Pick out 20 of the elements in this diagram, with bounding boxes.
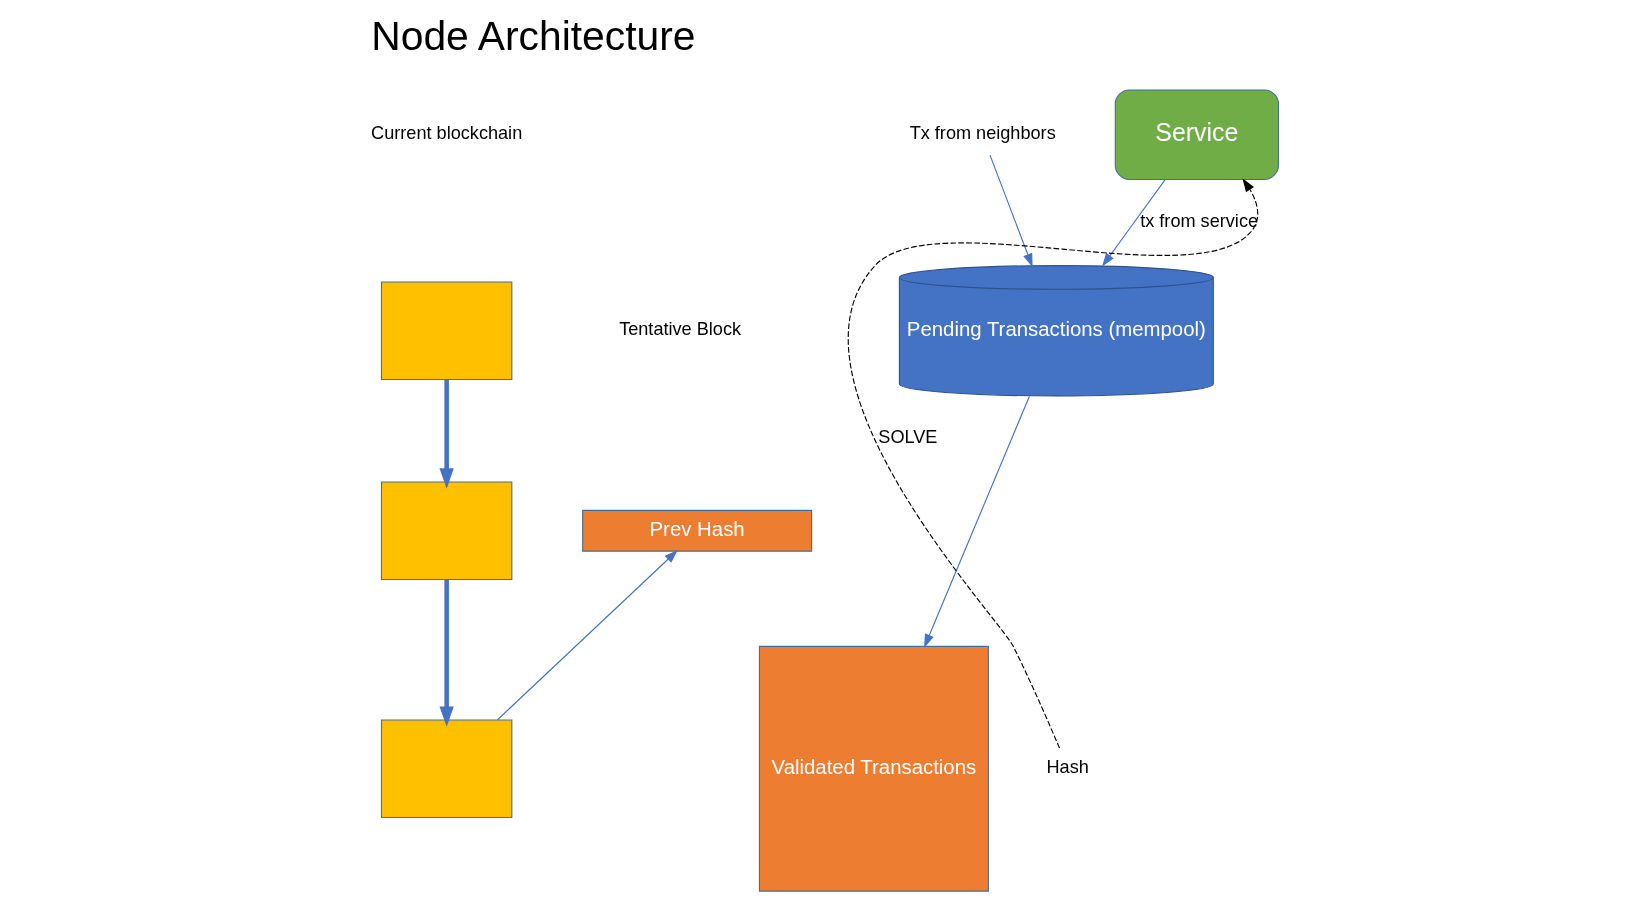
- node-box: [380, 481, 513, 581]
- node-box: Validated Transactions: [758, 645, 989, 892]
- label: Tentative Block: [619, 319, 742, 340]
- edge-label: SOLVE: [878, 427, 938, 448]
- edge-label: tx from service: [1140, 210, 1259, 231]
- arrow: [847, 178, 1259, 749]
- arrow: [924, 395, 1030, 648]
- node-box: [380, 719, 513, 819]
- node-box: Prev Hash: [582, 509, 813, 552]
- node-text: Hash: [1046, 757, 1089, 778]
- label: Current blockchain: [371, 123, 523, 144]
- node-box: [380, 281, 513, 381]
- node-text: Tx from neighbors: [909, 123, 1056, 144]
- arrow: [989, 154, 1033, 268]
- arrow: [497, 550, 678, 721]
- arrow: [439, 579, 454, 727]
- arrow: [439, 379, 454, 489]
- node-box: Service: [1114, 89, 1280, 181]
- diagram-title: Node Architecture: [371, 13, 696, 60]
- arrow: [1102, 179, 1166, 267]
